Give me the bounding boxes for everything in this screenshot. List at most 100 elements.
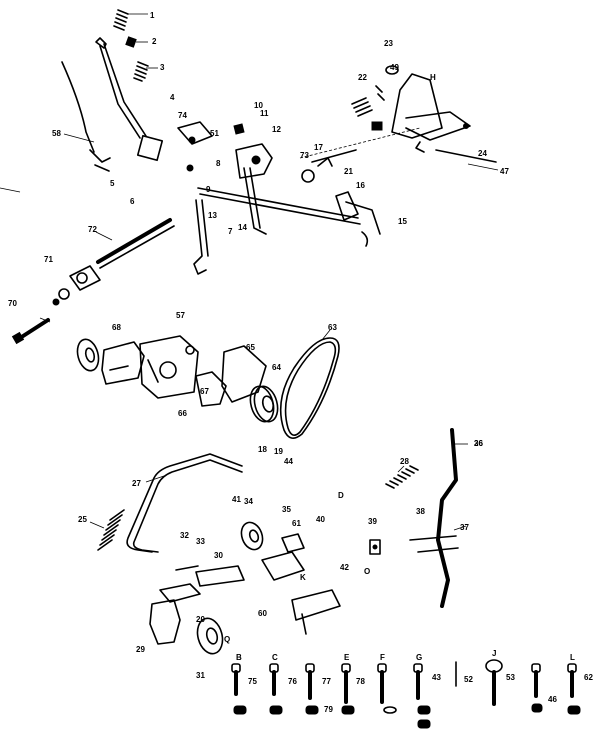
bolt-G bbox=[413, 663, 423, 700]
callout-labels: 1 2 3 4 5 6 7 8 9 10 11 12 13 14 15 16 1… bbox=[8, 11, 593, 714]
letter-E: E bbox=[344, 653, 350, 662]
callout-43: 43 bbox=[432, 673, 441, 682]
spring-part-28 bbox=[385, 465, 419, 489]
belt-part-63 bbox=[279, 337, 340, 439]
bolt-J bbox=[485, 659, 503, 706]
callout-5: 5 bbox=[110, 179, 115, 188]
bracket-part-29 bbox=[149, 583, 201, 645]
bolt-C bbox=[269, 663, 279, 696]
cable-part-58 bbox=[61, 61, 111, 172]
callout-29: 29 bbox=[136, 645, 145, 654]
callout-35: 35 bbox=[282, 505, 291, 514]
callout-78: 78 bbox=[356, 677, 365, 686]
letter-Q: Q bbox=[224, 635, 230, 644]
callout-68: 68 bbox=[112, 323, 121, 332]
callout-65: 65 bbox=[246, 343, 255, 352]
callout-13: 13 bbox=[208, 211, 217, 220]
bolt-E bbox=[341, 663, 351, 704]
long-link-part-47 bbox=[299, 127, 497, 163]
callout-74: 74 bbox=[178, 111, 187, 120]
callout-6: 6 bbox=[130, 197, 135, 206]
callout-15: 15 bbox=[398, 217, 407, 226]
letter-K: K bbox=[300, 573, 306, 582]
leader-lines bbox=[0, 13, 499, 531]
pulley-part-31 bbox=[196, 617, 224, 655]
callout-58: 58 bbox=[52, 129, 61, 138]
pulley-part-65 bbox=[76, 338, 100, 372]
lever-part-36-37 bbox=[409, 428, 459, 608]
callout-60: 60 bbox=[258, 609, 267, 618]
callout-25: 25 bbox=[78, 515, 87, 524]
pulley-part-64 bbox=[249, 385, 279, 423]
callout-14: 14 bbox=[238, 223, 247, 232]
bracket-part-74 bbox=[177, 121, 213, 172]
nut-row bbox=[233, 703, 581, 729]
callout-76: 76 bbox=[288, 677, 297, 686]
adjuster-part-71 bbox=[52, 265, 101, 306]
callout-32: 32 bbox=[180, 531, 189, 540]
rod-part-17 bbox=[301, 149, 357, 183]
callout-16: 16 bbox=[356, 181, 365, 190]
callout-44: 44 bbox=[284, 457, 293, 466]
pulley-part-35 bbox=[240, 521, 264, 551]
threaded-rod-part-72 bbox=[96, 218, 175, 269]
callout-4: 4 bbox=[170, 93, 175, 102]
fitting-part-39 bbox=[369, 539, 381, 555]
callout-67: 67 bbox=[200, 387, 209, 396]
letter-F: F bbox=[380, 653, 385, 662]
letter-L: L bbox=[570, 653, 575, 662]
callout-33: 33 bbox=[196, 537, 205, 546]
bolt-K bbox=[531, 663, 541, 698]
callout-46: 46 bbox=[548, 695, 557, 704]
housing-part-67 bbox=[139, 335, 199, 399]
callout-49: 49 bbox=[390, 63, 399, 72]
callout-38: 38 bbox=[416, 507, 425, 516]
callout-11: 11 bbox=[260, 109, 269, 118]
callout-22: 22 bbox=[358, 73, 367, 82]
callout-36: 36 bbox=[474, 439, 483, 448]
letter-C: C bbox=[272, 653, 278, 662]
letter-G: G bbox=[416, 653, 422, 662]
shaft-part-30 bbox=[175, 565, 245, 587]
callout-34: 34 bbox=[244, 497, 253, 506]
spring-part-21 bbox=[351, 85, 385, 131]
callout-9: 9 bbox=[206, 185, 211, 194]
callout-64: 64 bbox=[272, 363, 281, 372]
callout-27: 27 bbox=[132, 479, 141, 488]
cover-part-66 bbox=[195, 371, 227, 407]
callout-71: 71 bbox=[44, 255, 53, 264]
callout-30: 30 bbox=[214, 551, 223, 560]
letter-D: D bbox=[338, 491, 344, 500]
callout-20: 20 bbox=[196, 615, 205, 624]
bracket-part-68 bbox=[101, 341, 145, 385]
callout-17: 17 bbox=[314, 143, 323, 152]
linkage-part-15 bbox=[335, 191, 381, 247]
callout-19: 19 bbox=[274, 447, 283, 456]
bolt-B bbox=[231, 663, 241, 696]
letter-O: O bbox=[364, 567, 370, 576]
bracket-part-12 bbox=[233, 123, 273, 179]
control-lever-handle bbox=[95, 37, 164, 162]
callout-41: 41 bbox=[232, 495, 241, 504]
callout-73: 73 bbox=[300, 151, 309, 160]
spring-part-1 bbox=[113, 9, 129, 31]
letter-B: B bbox=[236, 653, 242, 662]
bolt-part-70 bbox=[11, 318, 50, 345]
callout-66: 66 bbox=[178, 409, 187, 418]
callout-62: 62 bbox=[584, 673, 593, 682]
callout-51: 51 bbox=[210, 129, 219, 138]
callout-61: 61 bbox=[292, 519, 301, 528]
callout-1: 1 bbox=[150, 11, 155, 20]
callout-24: 24 bbox=[478, 149, 487, 158]
callout-40: 40 bbox=[316, 515, 325, 524]
callout-57: 57 bbox=[176, 311, 185, 320]
callout-79: 79 bbox=[324, 705, 333, 714]
callout-63: 63 bbox=[328, 323, 337, 332]
bracket-part-40 bbox=[261, 533, 305, 581]
bracket-part-23 bbox=[385, 65, 471, 153]
callout-7: 7 bbox=[228, 227, 233, 236]
callout-23: 23 bbox=[384, 39, 393, 48]
letter-J: J bbox=[492, 649, 496, 658]
callout-8: 8 bbox=[216, 159, 221, 168]
callout-26: 26 bbox=[474, 439, 483, 448]
